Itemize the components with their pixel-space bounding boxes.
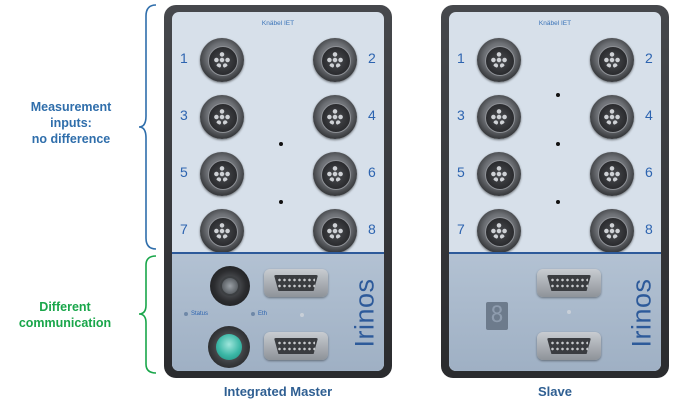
input-connector-6[interactable]	[590, 152, 634, 196]
input-number-7: 7	[180, 221, 188, 237]
input-connector-1[interactable]	[477, 38, 521, 82]
mounting-hole	[556, 93, 560, 97]
mounting-hole	[279, 142, 283, 146]
communication-annotation: Different communication	[18, 300, 112, 330]
eth-led	[251, 312, 255, 316]
indicator-led	[300, 313, 304, 317]
mounting-hole	[556, 142, 560, 146]
input-number-1: 1	[180, 50, 188, 66]
mounting-hole	[556, 200, 560, 204]
input-number-5: 5	[180, 164, 188, 180]
segment-display: 8	[486, 302, 508, 330]
input-connector-7[interactable]	[200, 209, 244, 253]
input-number-2: 2	[368, 50, 376, 66]
mounting-hole	[279, 200, 283, 204]
input-connector-8[interactable]	[313, 209, 357, 253]
input-number-8: 8	[368, 221, 376, 237]
irinos-logo: Irinos	[626, 278, 657, 348]
brand-top-label: Knäbel IET	[538, 20, 572, 27]
input-number-4: 4	[645, 107, 653, 123]
input-number-8: 8	[645, 221, 653, 237]
status-led	[184, 312, 188, 316]
measurement-inputs-annotation: Measurement inputs: no difference	[30, 100, 112, 146]
brand-top-label: Knäbel IET	[261, 20, 295, 27]
faceplate: Knäbel IET 1 3 5 7 2 4 6 8 Status Eth	[172, 12, 384, 371]
input-connector-3[interactable]	[477, 95, 521, 139]
communication-brace-icon	[138, 255, 157, 374]
input-connector-4[interactable]	[313, 95, 357, 139]
input-connector-7[interactable]	[477, 209, 521, 253]
faceplate: Knäbel IET 1 3 5 7 2 4 6 8 8 Irinos	[449, 12, 661, 371]
indicator-led	[567, 310, 571, 314]
input-number-2: 2	[645, 50, 653, 66]
integrated-master-caption: Integrated Master	[223, 384, 333, 399]
input-number-5: 5	[457, 164, 465, 180]
input-connector-2[interactable]	[313, 38, 357, 82]
input-number-4: 4	[368, 107, 376, 123]
power-connector-icon[interactable]	[210, 266, 250, 306]
input-number-7: 7	[457, 221, 465, 237]
input-connector-3[interactable]	[200, 95, 244, 139]
panel-divider	[172, 252, 384, 254]
input-number-1: 1	[457, 50, 465, 66]
dsub-connector-bottom[interactable]	[537, 332, 601, 360]
dsub-connector-top[interactable]	[264, 269, 328, 297]
dsub-connector-top[interactable]	[537, 269, 601, 297]
slave-device: Knäbel IET 1 3 5 7 2 4 6 8 8 Irinos	[441, 5, 669, 378]
input-connector-2[interactable]	[590, 38, 634, 82]
input-connector-5[interactable]	[477, 152, 521, 196]
slave-caption: Slave	[538, 384, 572, 399]
status-label: Status	[191, 311, 209, 317]
irinos-logo: Irinos	[349, 278, 380, 348]
eth-label: Eth	[258, 311, 268, 317]
panel-divider	[449, 252, 661, 254]
input-connector-5[interactable]	[200, 152, 244, 196]
input-number-6: 6	[645, 164, 653, 180]
dsub-connector-bottom[interactable]	[264, 332, 328, 360]
input-number-6: 6	[368, 164, 376, 180]
measurement-brace-icon	[138, 4, 157, 250]
input-number-3: 3	[180, 107, 188, 123]
ethernet-connector-icon[interactable]	[208, 326, 250, 368]
input-connector-1[interactable]	[200, 38, 244, 82]
input-number-3: 3	[457, 107, 465, 123]
integrated-master-device: Knäbel IET 1 3 5 7 2 4 6 8 Status Eth	[164, 5, 392, 378]
input-connector-4[interactable]	[590, 95, 634, 139]
input-connector-6[interactable]	[313, 152, 357, 196]
input-connector-8[interactable]	[590, 209, 634, 253]
